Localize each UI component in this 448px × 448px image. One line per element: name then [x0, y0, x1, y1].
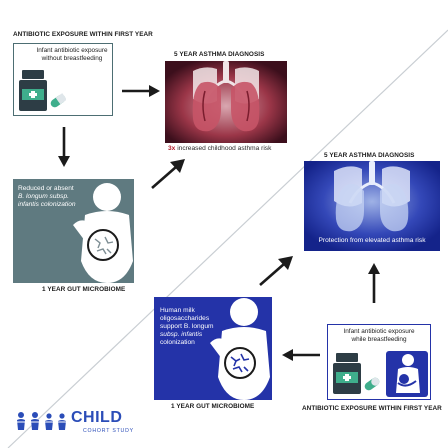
- arrow-up-right-icon: [259, 256, 293, 286]
- risk-description: increased childhood asthma risk: [177, 145, 272, 152]
- supported-microbiome-caption: 1 YEAR GUT MICROBIOME: [171, 403, 255, 410]
- inflamed-lungs-icon: [165, 61, 287, 143]
- exposure-card-no-breastfeeding: Infant antibiotic exposure without breas…: [13, 43, 113, 116]
- breastfeeding-icon: [386, 351, 428, 397]
- top-exposure-heading: ANTIBIOTIC EXPOSURE WITHIN FIRST YEAR: [13, 31, 153, 38]
- gut-card-supported: Human milk oligosaccharides support B. l…: [154, 297, 272, 400]
- arrow-left-icon: [282, 349, 320, 361]
- medicine-bottle-icon: [19, 70, 66, 111]
- hmo-line2: oligosaccharides: [160, 315, 210, 322]
- arrow-up-icon: [368, 263, 380, 303]
- reduced-line3: infantis colonization: [18, 201, 76, 208]
- bf-exposure-caption: ANTIBIOTIC EXPOSURE WITHIN FIRST YEAR: [302, 405, 442, 412]
- exposure-card-breastfeeding: Infant antibiotic exposure while breastf…: [327, 324, 431, 400]
- infant-silhouette-icon: [73, 183, 133, 283]
- logo-name: CHILD: [71, 409, 123, 426]
- exposure-card-line1: Infant antibiotic exposure: [36, 47, 108, 54]
- arrow-up-right-icon: [151, 159, 185, 189]
- logo-subtitle: COHORT STUDY: [83, 428, 134, 434]
- hmo-line3: support B. longum: [160, 323, 214, 330]
- arrow-right-icon: [122, 85, 160, 97]
- medicine-bottle-icon: [333, 353, 380, 394]
- risk-multiplier: 3x: [168, 145, 176, 152]
- healthy-lungs-icon: [304, 161, 440, 251]
- reduced-line1: Reduced or absent: [18, 185, 74, 192]
- hmo-line1: Human milk: [160, 307, 195, 314]
- arrow-down-icon: [58, 127, 70, 167]
- top-asthma-heading: 5 YEAR ASTHMA DIAGNOSIS: [174, 51, 265, 58]
- gut-card-reduced: Reduced or absent B. longum subsp. infan…: [13, 179, 134, 283]
- healthy-lungs-image: Protection from elevated asthma risk: [304, 161, 440, 251]
- reduced-line2: B. longum subsp.: [18, 193, 69, 200]
- bf-card-line2: while breastfeeding: [351, 335, 407, 343]
- bf-card-line1: Infant antibiotic exposure: [343, 328, 415, 335]
- child-logo-icon: [15, 412, 69, 430]
- inflamed-lungs-image: [165, 61, 287, 143]
- infant-silhouette-icon: [210, 298, 270, 400]
- reduced-microbiome-caption: 1 YEAR GUT MICROBIOME: [42, 286, 126, 293]
- bottom-asthma-heading: 5 YEAR ASTHMA DIAGNOSIS: [324, 152, 415, 159]
- protection-overlay-text: Protection from elevated asthma risk: [318, 237, 426, 244]
- exposure-card-line2: without breastfeeding: [41, 54, 103, 62]
- hmo-line5: colonization: [160, 339, 195, 346]
- hmo-line4: subsp. infantis: [160, 331, 203, 338]
